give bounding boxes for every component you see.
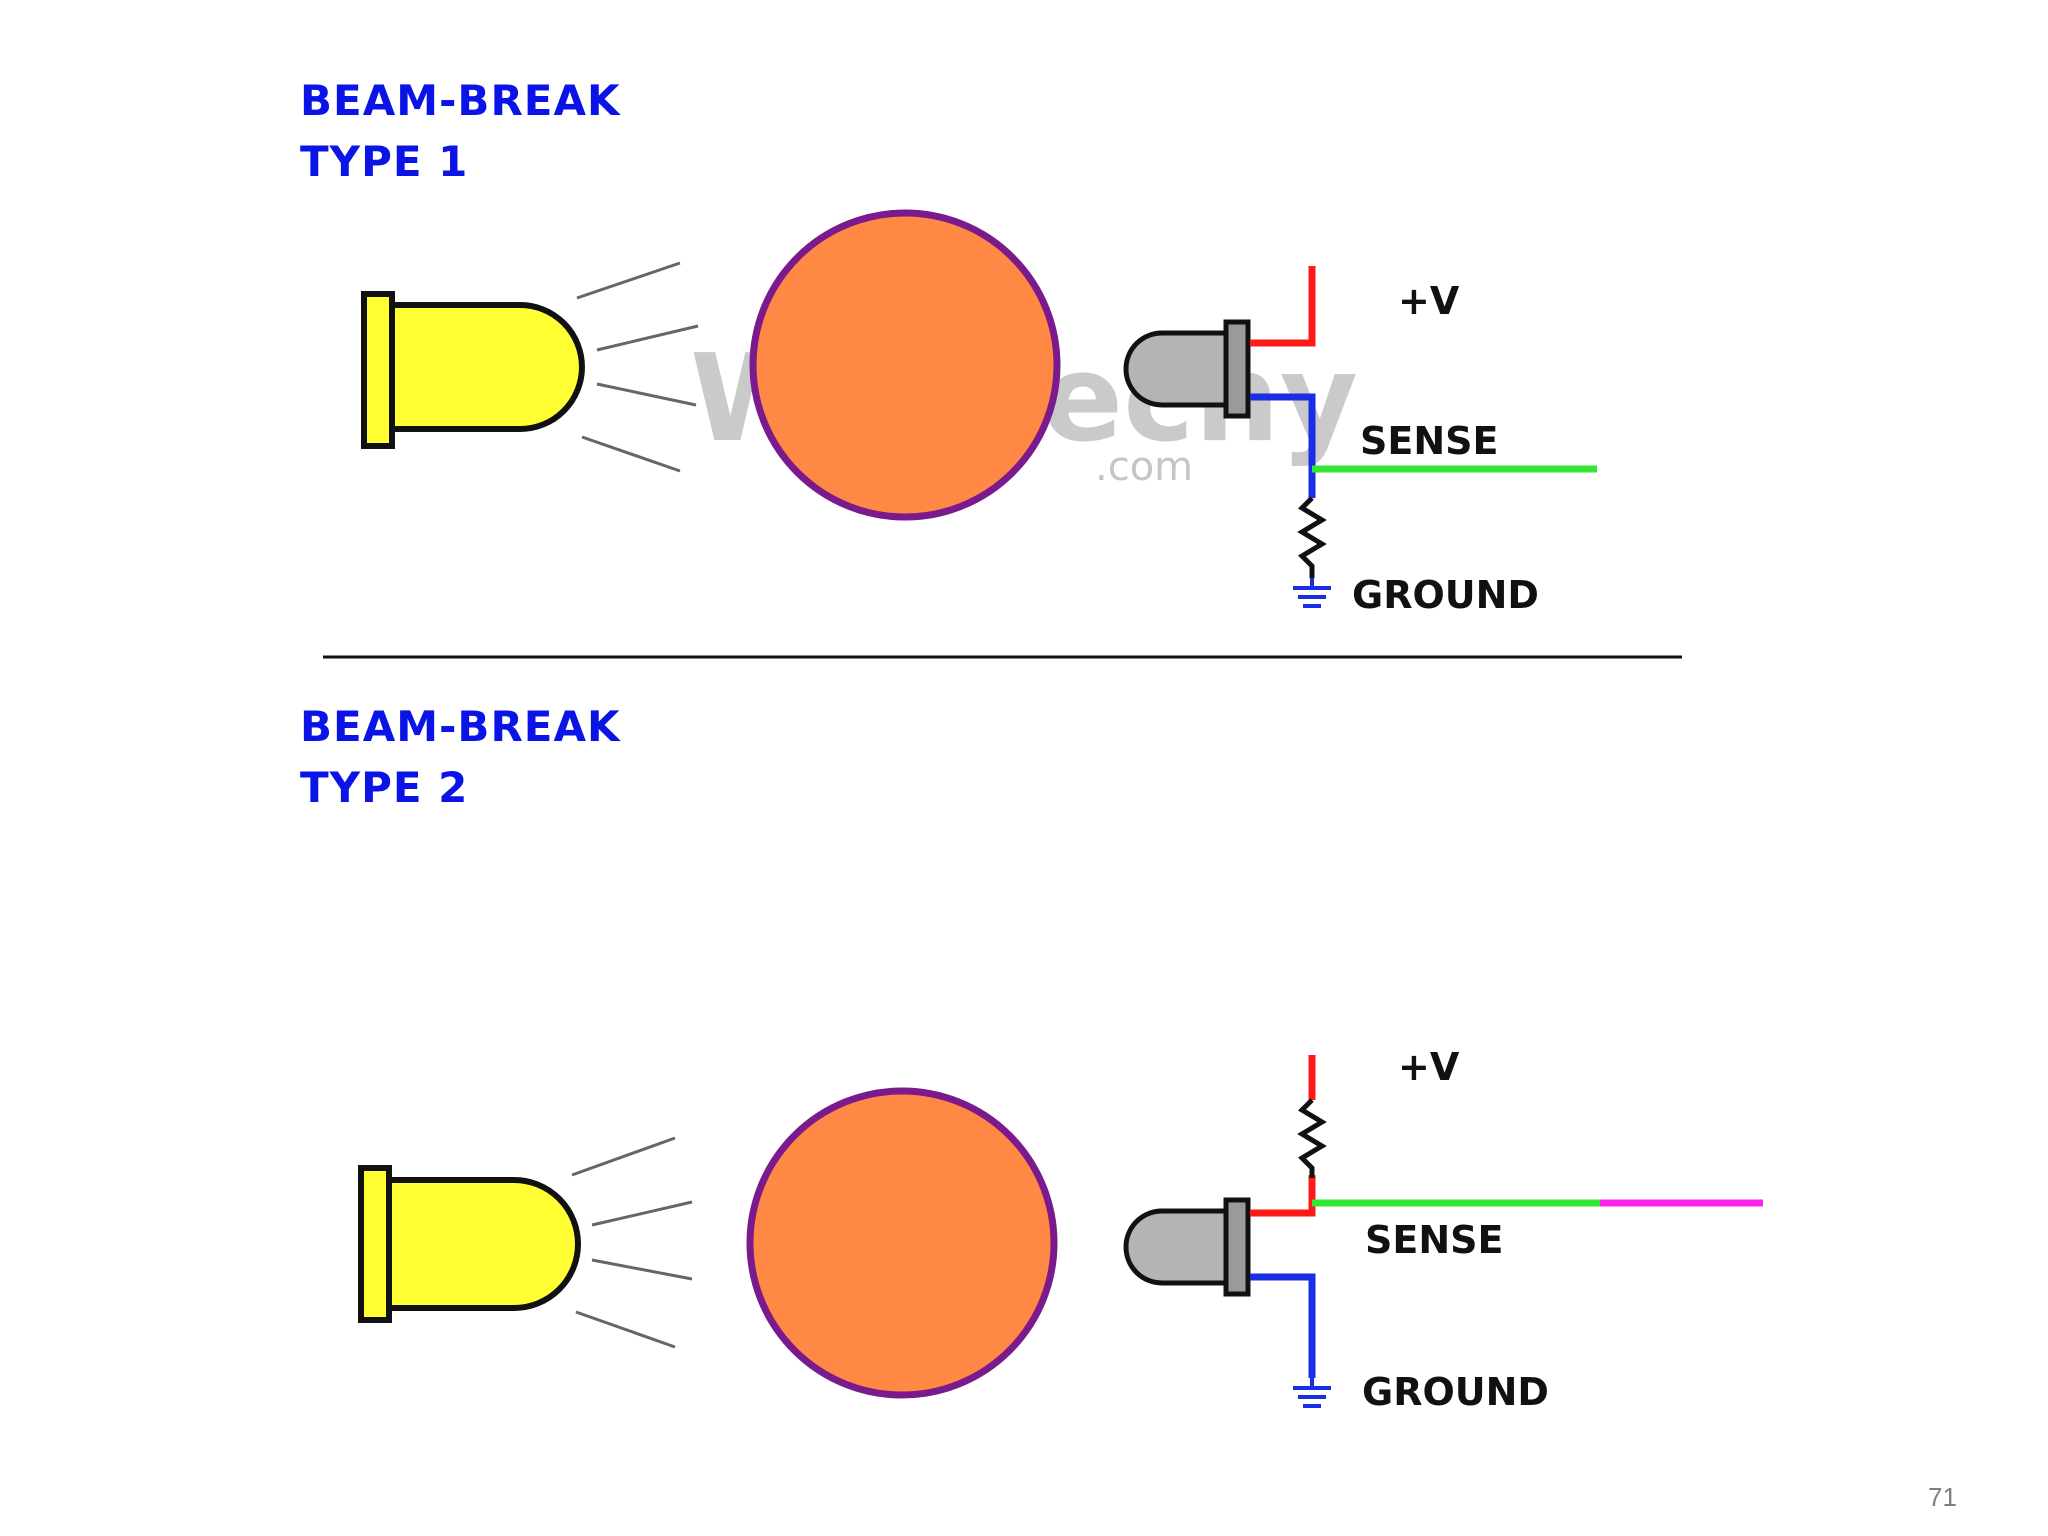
- ground-label: GROUND: [1362, 1370, 1549, 1414]
- led-emitter-icon: [361, 291, 585, 449]
- panel-1-title-line1: BEAM-BREAK: [300, 76, 621, 125]
- panel-2-title-line1: BEAM-BREAK: [300, 702, 621, 751]
- resistor-icon: [1297, 1098, 1327, 1178]
- resistor-icon: [1297, 496, 1327, 578]
- sense-label: SENSE: [1365, 1218, 1503, 1262]
- photo-sensor-icon: [1123, 319, 1251, 419]
- panel-2-title-line2: TYPE 2: [300, 763, 468, 812]
- blocking-object: [749, 209, 1061, 521]
- ground-symbol-icon: [1293, 1378, 1331, 1408]
- circuit-wires: [1250, 1055, 1763, 1378]
- beam-lines: [571, 1136, 693, 1349]
- panel-type-2: BEAM-BREAK TYPE 2: [300, 702, 1763, 1414]
- ground-label: GROUND: [1352, 573, 1539, 617]
- sense-label: SENSE: [1360, 419, 1498, 463]
- panel-type-1: BEAM-BREAK TYPE 1 Wikitechy .com: [300, 76, 1597, 617]
- plus-v-label: +V: [1398, 279, 1460, 323]
- led-emitter-icon: [358, 1165, 581, 1323]
- page-number: 71: [1928, 1482, 1957, 1512]
- watermark-sub: .com: [1095, 444, 1193, 490]
- plus-v-label: +V: [1398, 1045, 1460, 1089]
- ground-symbol-icon: [1293, 578, 1331, 608]
- circuit-wires: [1250, 266, 1597, 498]
- photo-sensor-icon: [1123, 1197, 1251, 1297]
- blocking-object: [746, 1087, 1058, 1399]
- panel-1-title-line2: TYPE 1: [300, 137, 468, 186]
- beam-lines: [576, 261, 699, 473]
